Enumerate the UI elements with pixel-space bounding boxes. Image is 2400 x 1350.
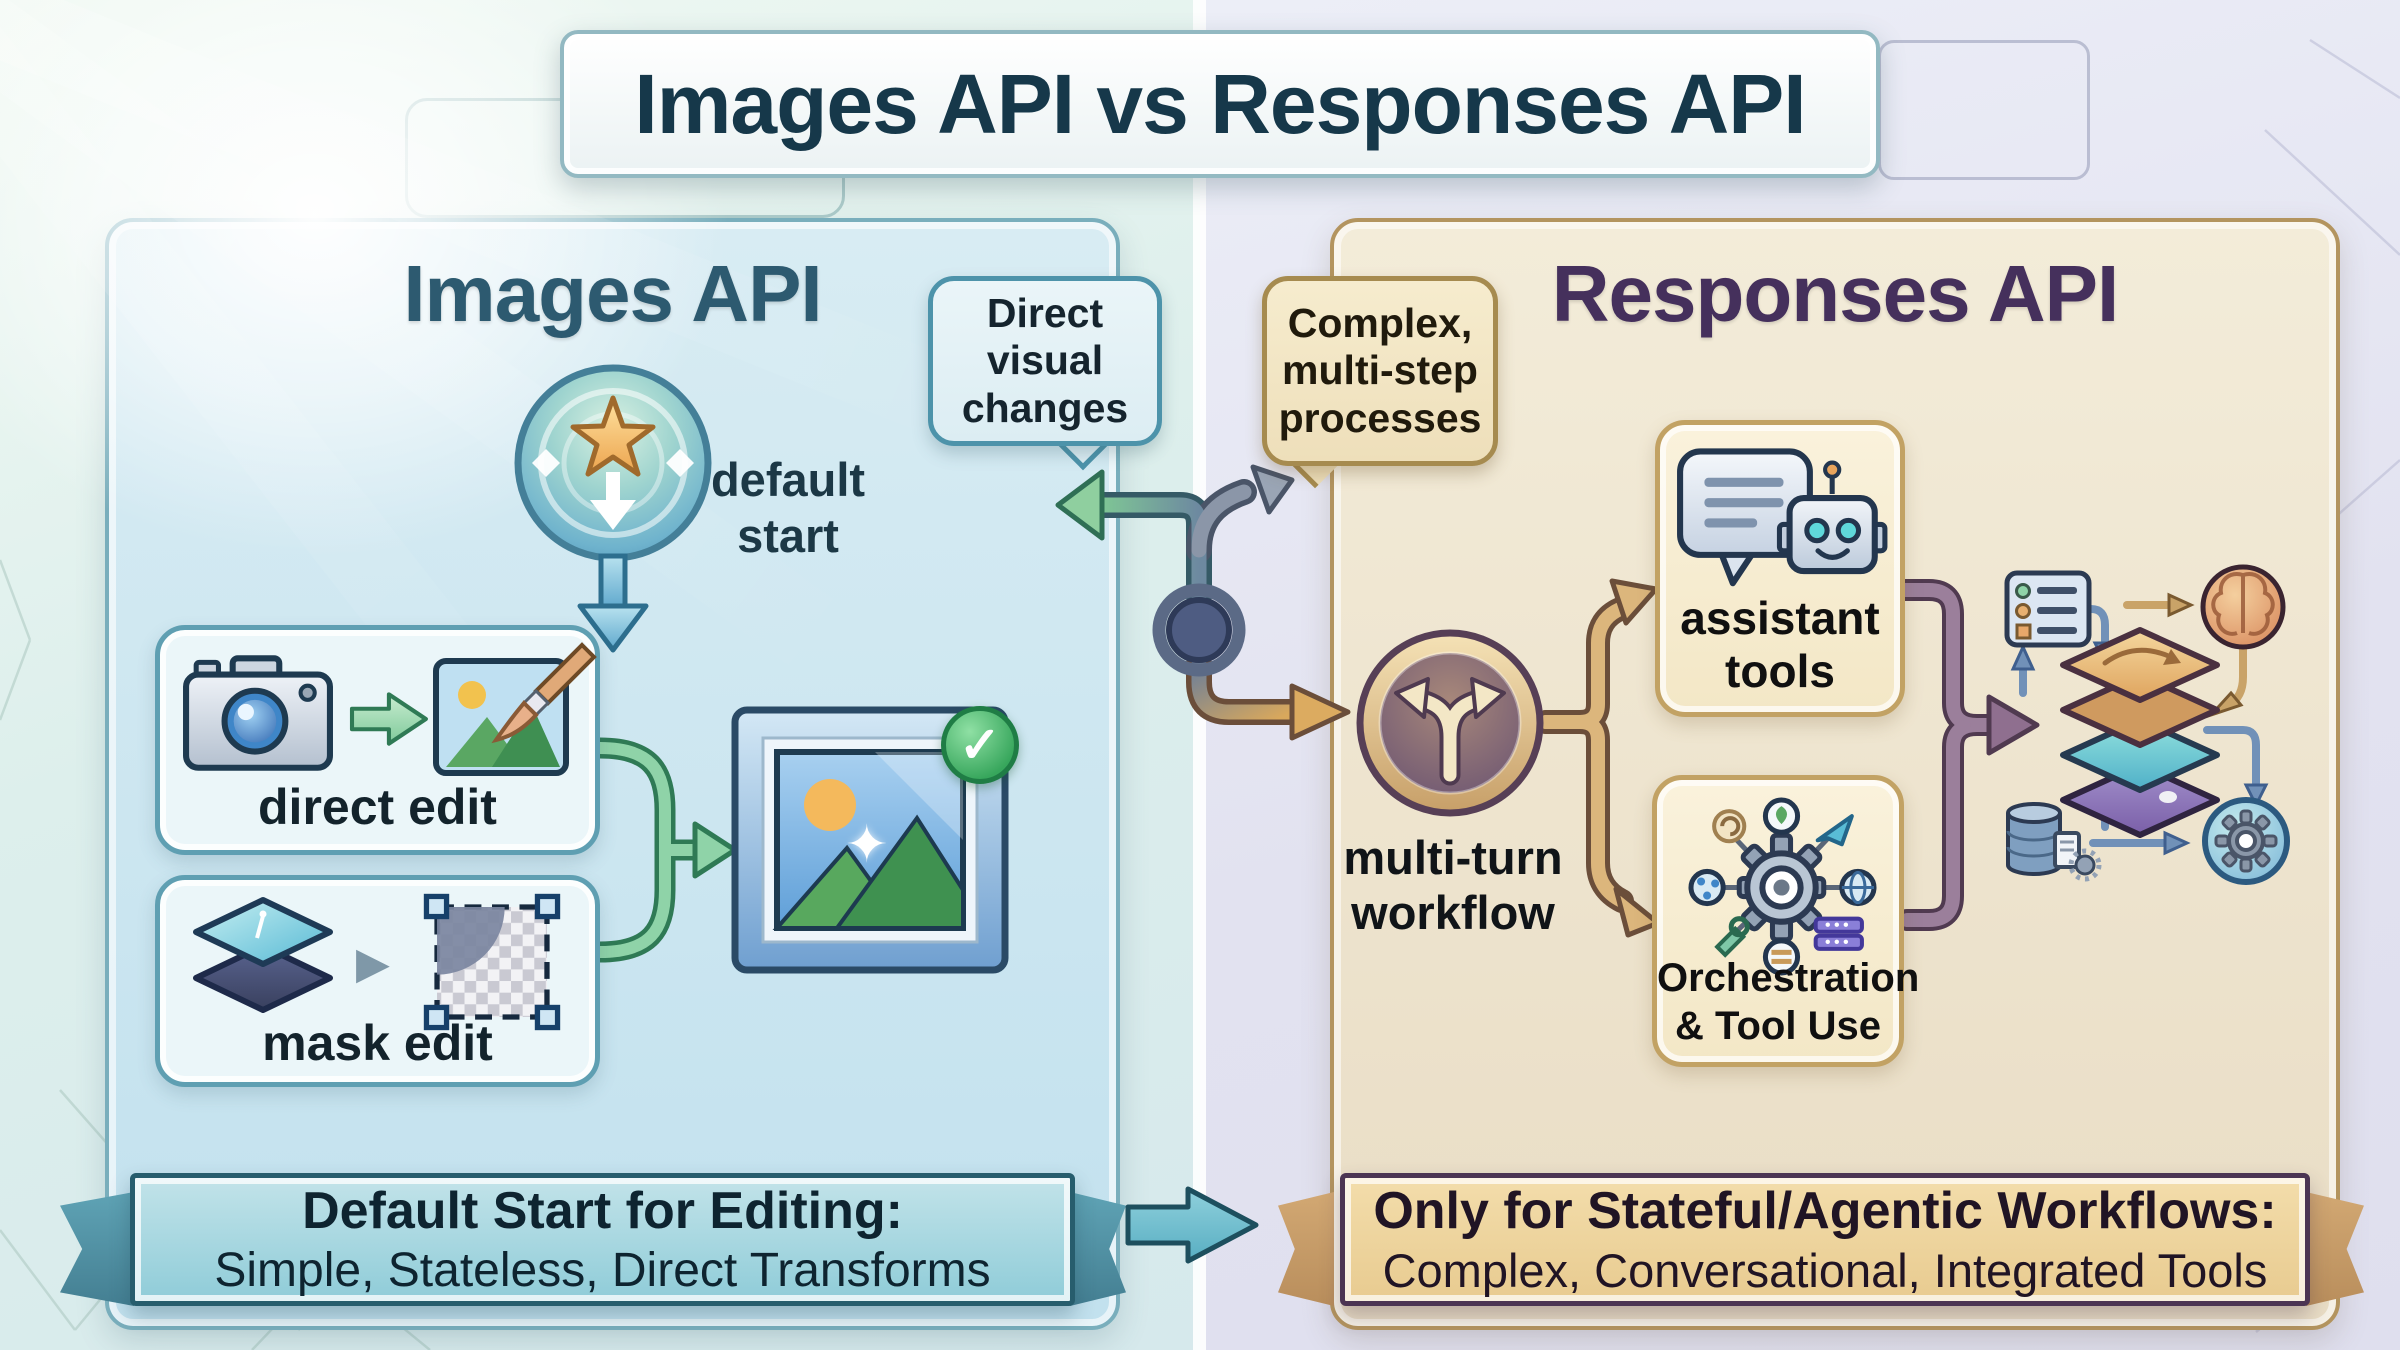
banner-backdrop-line-right — [1878, 40, 2090, 180]
check-icon: ✓ — [959, 717, 1001, 773]
integrated-tools-cluster — [2004, 564, 2290, 885]
page-title: Images API vs Responses API — [634, 56, 1806, 151]
check-badge: ✓ — [941, 706, 1019, 784]
responses-api-ribbon: Only for Stateful/Agentic Workflows: Com… — [1340, 1173, 2310, 1306]
images-ribbon-title: Default Start for Editing: — [302, 1182, 903, 1240]
multi-turn-workflow-label: multi-turn workflow — [1343, 831, 1563, 940]
direct-visual-changes-bubble: Direct visual changes — [928, 276, 1162, 446]
chat-robot-icon — [1677, 448, 1888, 587]
gold-split-connector — [1534, 578, 1661, 938]
images-ribbon-subtitle: Simple, Stateless, Direct Transforms — [214, 1244, 991, 1297]
images-api-ribbon: Default Start for Editing: Simple, State… — [130, 1173, 1075, 1306]
orchestration-tool-use-label: Orchestration & Tool Use — [1657, 956, 1920, 1048]
multi-turn-workflow-icon — [1356, 629, 1544, 817]
sparkle-icon: ✦ — [845, 816, 889, 874]
assistant-tools-box: assistant tools — [1655, 420, 1905, 717]
ribbon-transition-arrow — [1125, 1186, 1259, 1264]
complex-processes-bubble: Complex, multi-step processes — [1262, 276, 1498, 466]
title-banner: Images API vs Responses API — [560, 30, 1880, 178]
orchestration-gear-network-icon — [1688, 797, 1877, 976]
orchestration-tool-use-box: Orchestration & Tool Use — [1652, 775, 1920, 1067]
framed-result-image-icon — [731, 706, 1009, 974]
mask-edit-box: ▶ mask edit — [155, 875, 600, 1087]
direct-edit-box: direct edit — [155, 625, 600, 855]
default-start-label: default start — [710, 453, 866, 563]
edited-image-paintbrush-icon — [433, 642, 597, 776]
responses-ribbon-subtitle: Complex, Conversational, Integrated Tool… — [1382, 1244, 2268, 1297]
purple-merge-connector — [1894, 579, 2040, 931]
merge-arrow-connector — [589, 737, 738, 963]
direct-edit-label: direct edit — [258, 779, 497, 835]
transform-arrow-icon — [349, 692, 428, 746]
layers-icon — [193, 897, 333, 1013]
play-icon: ▶ — [356, 939, 390, 988]
api-branch-junction — [1055, 464, 1351, 741]
camera-icon — [183, 655, 333, 771]
mask-edit-label: mask edit — [262, 1015, 493, 1071]
responses-ribbon-title: Only for Stateful/Agentic Workflows: — [1373, 1182, 2277, 1240]
responses-api-heading: Responses API — [1551, 249, 2119, 338]
assistant-tools-label: assistant tools — [1680, 592, 1880, 698]
mask-selection-icon — [423, 893, 561, 1031]
